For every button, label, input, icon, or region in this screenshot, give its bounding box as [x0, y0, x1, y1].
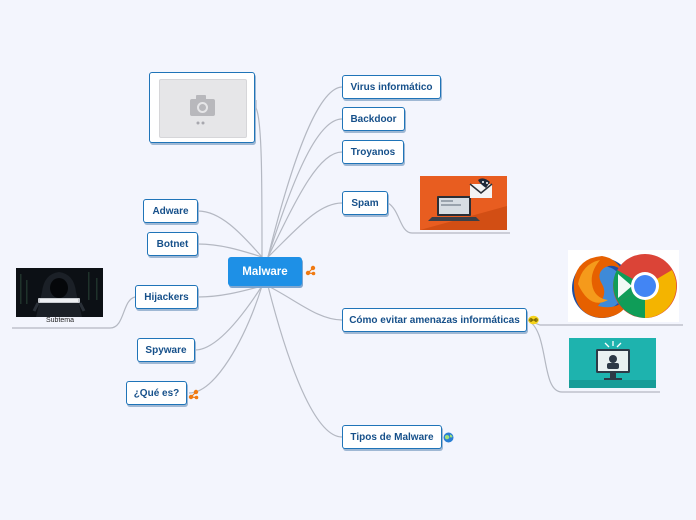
branch-tipos-de-malware[interactable]: Tipos de Malware	[342, 425, 442, 449]
share-icon[interactable]	[188, 389, 199, 400]
branch-spyware[interactable]: Spyware	[137, 338, 195, 362]
subtopic-label[interactable]: Subtema	[45, 317, 75, 324]
share-icon[interactable]	[305, 265, 316, 276]
branch-virus-informatico[interactable]: Virus informático	[342, 75, 441, 99]
computer-illustration	[569, 338, 656, 388]
branch-hijackers[interactable]: Hijackers	[135, 285, 198, 309]
branch-spam[interactable]: Spam	[342, 191, 388, 215]
branch-botnet[interactable]: Botnet	[147, 232, 198, 256]
link-icon[interactable]	[528, 315, 539, 325]
spam-laptop-illustration	[420, 176, 507, 230]
spam-image[interactable]	[420, 176, 507, 230]
globe-icon[interactable]	[443, 432, 454, 443]
placeholder-camera-icon	[190, 95, 215, 125]
branch-backdoor[interactable]: Backdoor	[342, 107, 405, 131]
firefox-chrome-logos	[568, 250, 679, 322]
central-topic-malware[interactable]: Malware	[228, 257, 302, 286]
security-computer-image[interactable]	[569, 338, 656, 388]
hooded-hacker-illustration	[16, 268, 103, 317]
branch-troyanos[interactable]: Troyanos	[342, 140, 404, 164]
branch-que-es[interactable]: ¿Qué es?	[126, 381, 187, 405]
image-placeholder	[159, 79, 247, 138]
branch-como-evitar-amenazas[interactable]: Cómo evitar amenazas informáticas	[342, 308, 527, 332]
hacker-image[interactable]	[16, 268, 103, 317]
image-placeholder-node[interactable]	[149, 72, 255, 143]
branch-adware[interactable]: Adware	[143, 199, 198, 223]
browsers-image[interactable]	[568, 250, 679, 322]
